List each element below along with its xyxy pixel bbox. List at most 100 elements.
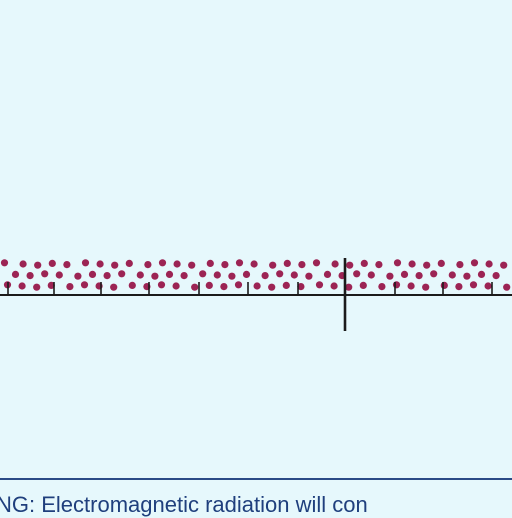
particle-dot: [392, 281, 401, 289]
particle-dot: [235, 259, 244, 267]
particle-dot: [188, 261, 196, 269]
particle-dot: [455, 283, 463, 291]
particle-dot: [19, 260, 27, 268]
particle-dot: [205, 281, 213, 289]
particle-dot: [400, 270, 409, 278]
warning-caption: NG: Electromagnetic radiation will con: [0, 492, 368, 517]
particle-dot: [331, 260, 339, 268]
particle-dot: [312, 259, 321, 267]
particle-dot: [469, 281, 478, 289]
particle-dot: [96, 260, 104, 268]
particle-dot: [63, 261, 71, 269]
particle-dot: [456, 261, 464, 269]
particle-dot: [213, 271, 221, 279]
particle-dot: [221, 261, 229, 269]
particle-dot: [136, 271, 144, 279]
particle-dot: [111, 261, 119, 269]
particle-dot: [408, 260, 416, 268]
particle-dot: [11, 270, 20, 278]
particle-dot: [359, 281, 367, 289]
particle-group: [0, 259, 511, 291]
particle-dot: [440, 281, 448, 289]
particle-dot: [269, 261, 277, 269]
particle-dot: [422, 283, 430, 291]
particle-dot: [282, 281, 290, 289]
particle-dot: [157, 281, 166, 289]
particle-dot: [151, 272, 159, 280]
particle-dot: [81, 259, 90, 267]
particle-dot: [407, 282, 415, 290]
particle-dot: [268, 283, 276, 291]
particle-dot: [158, 259, 167, 267]
particle-dot: [0, 259, 9, 267]
particle-dot: [242, 270, 251, 278]
particle-dot: [470, 259, 479, 267]
particle-dot: [180, 272, 188, 280]
particle-dot: [250, 260, 258, 268]
particle-dot: [125, 259, 133, 267]
particle-dot: [290, 271, 298, 279]
particle-dot: [330, 282, 338, 290]
particle-dot: [283, 259, 291, 267]
particle-dot: [346, 261, 354, 269]
particle-dot: [345, 283, 353, 291]
particle-dot: [144, 261, 152, 269]
particle-dot: [199, 270, 207, 278]
particle-dot: [48, 259, 56, 267]
particle-dot: [463, 272, 471, 280]
particle-dot: [305, 272, 313, 280]
particle-dot: [88, 270, 97, 278]
particle-dot: [315, 281, 324, 289]
particle-dot: [206, 259, 214, 267]
caption-divider: [0, 478, 512, 480]
particle-dot: [253, 282, 261, 290]
particle-dot: [118, 270, 126, 278]
particle-dot: [448, 271, 456, 279]
particle-dot: [26, 272, 34, 280]
particle-dot: [228, 272, 236, 280]
particle-dot: [415, 272, 423, 280]
particle-dot: [378, 283, 386, 291]
particle-dot: [128, 281, 136, 289]
particle-dot: [430, 270, 438, 278]
particle-dot: [375, 261, 383, 269]
particle-dot: [393, 259, 402, 267]
particle-dot: [492, 272, 500, 280]
particle-dot: [276, 270, 284, 278]
particle-dot: [437, 259, 445, 267]
particle-dot: [323, 270, 332, 278]
particle-dot: [353, 270, 361, 278]
particle-dot: [220, 283, 228, 291]
particle-dot: [103, 272, 111, 280]
particle-dot: [485, 260, 493, 268]
particle-dot: [360, 259, 368, 267]
particle-dot: [110, 283, 118, 291]
particle-dot: [172, 282, 180, 290]
particle-dot: [66, 283, 74, 291]
particle-dot: [191, 283, 199, 291]
particle-dot: [80, 281, 89, 289]
particle-dot: [500, 261, 508, 269]
particle-dot: [33, 283, 41, 291]
particle-dot: [165, 270, 174, 278]
particle-dot: [34, 261, 42, 269]
particle-dot: [234, 281, 243, 289]
axis-group: [0, 258, 512, 331]
particle-diagram: [0, 258, 512, 331]
particle-dot: [298, 261, 306, 269]
particle-dot: [477, 270, 486, 278]
particle-dot: [367, 271, 375, 279]
particle-dot: [423, 261, 431, 269]
particle-dot: [18, 282, 26, 290]
particle-dot: [47, 281, 55, 289]
particle-dot: [41, 270, 49, 278]
particle-dot: [173, 260, 181, 268]
particle-dot: [74, 272, 82, 280]
particle-dot: [386, 272, 394, 280]
particle-dot: [261, 272, 269, 280]
particle-dot: [297, 283, 305, 291]
particle-dot: [55, 271, 63, 279]
particle-dot: [503, 283, 511, 291]
particle-dot: [484, 282, 492, 290]
